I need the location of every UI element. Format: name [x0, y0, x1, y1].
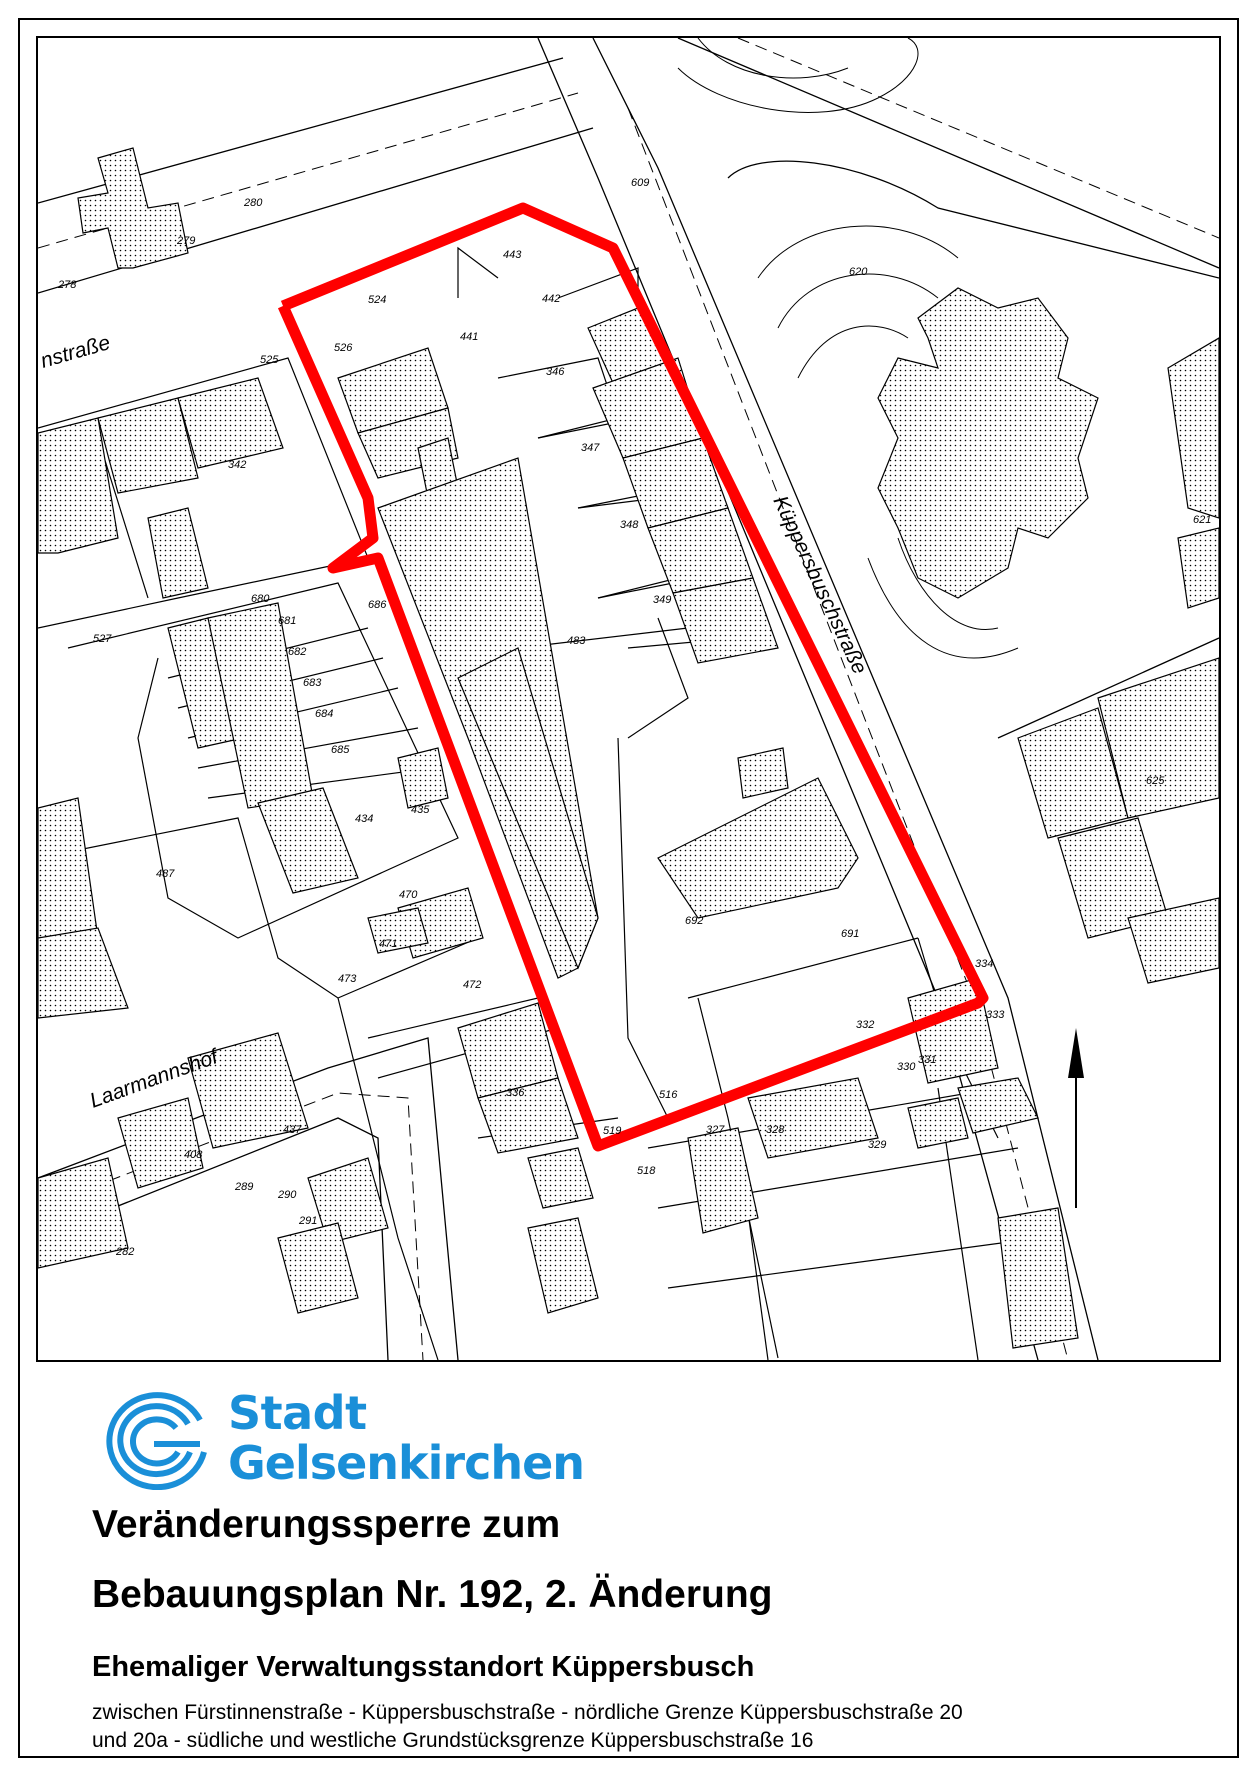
parcel-label: 278: [57, 279, 77, 291]
parcel-label: 342: [228, 459, 246, 471]
parcel-label: 473: [338, 973, 357, 985]
parcel-label: 621: [1193, 514, 1211, 526]
parcel-label: 282: [115, 1246, 134, 1258]
parcel-label: 434: [355, 813, 373, 825]
parcel-label: 526: [334, 342, 353, 354]
parcel-labels: 609 443 442 524 441 526 525 346 347 348 …: [57, 177, 1211, 1258]
parcel-label: 443: [503, 249, 522, 261]
parcel-label: 279: [176, 235, 195, 247]
parcel-label: 516: [659, 1089, 678, 1101]
city-logo: Stadt Gelsenkirchen: [92, 1386, 612, 1491]
parcel-label: 609: [631, 177, 649, 189]
parcel-label: 441: [460, 331, 478, 343]
parcel-label: 328: [766, 1124, 785, 1136]
parcel-label: 336: [506, 1087, 525, 1099]
plan-title-line2: Bebauungsplan Nr. 192, 2. Änderung: [92, 1573, 773, 1616]
parcel-label: 327: [706, 1124, 725, 1136]
parcel-label: 435: [411, 804, 430, 816]
parcel-label: 681: [278, 615, 296, 627]
parcel-label: 329: [868, 1139, 886, 1151]
parcel-label: 289: [234, 1181, 253, 1193]
parcel-label: 691: [841, 928, 859, 940]
plan-title-line1: Veränderungssperre zum: [92, 1503, 561, 1546]
parcel-label: 487: [156, 868, 175, 880]
parcel-label: 472: [463, 979, 481, 991]
parcel-label: 408: [184, 1149, 203, 1161]
parcel-label: 334: [975, 958, 993, 970]
parcel-label: 620: [849, 266, 868, 278]
plan-subtitle: Ehemaliger Verwaltungsstandort Küppersbu…: [92, 1651, 755, 1683]
north-arrow-icon: [1068, 1028, 1084, 1208]
map-drawing: Küppersbuschstraße Laarmannshof nstraße …: [38, 38, 1219, 1360]
parcel-label: 471: [379, 938, 397, 950]
parcel-label: 347: [581, 442, 600, 454]
parcel-label: 437: [283, 1124, 302, 1136]
parcel-label: 527: [93, 633, 112, 645]
parcel-label: 525: [260, 354, 279, 366]
parcel-label: 692: [685, 915, 703, 927]
parcel-label: 682: [288, 646, 306, 658]
plan-description-line2: und 20a - südliche und westliche Grundst…: [92, 1729, 814, 1752]
parcel-label: 333: [986, 1009, 1005, 1021]
parcel-label: 442: [542, 293, 560, 305]
parcel-label: 332: [856, 1019, 874, 1031]
plan-sheet: Küppersbuschstraße Laarmannshof nstraße …: [18, 18, 1239, 1758]
parcel-label: 330: [897, 1061, 916, 1073]
parcel-label: 331: [918, 1054, 936, 1066]
terrain-lines: [677, 38, 1019, 659]
logo-wordmark: Stadt Gelsenkirchen: [228, 1386, 585, 1490]
logo-line-stadt: Stadt: [228, 1386, 367, 1440]
parcel-label: 290: [277, 1189, 297, 1201]
parcel-label: 349: [653, 594, 671, 606]
plan-boundary-line: [277, 202, 989, 1152]
logo-line-gelsenkirchen: Gelsenkirchen: [228, 1436, 585, 1490]
buildings: [38, 147, 1219, 1349]
parcel-label: 291: [298, 1215, 317, 1227]
street-label-fuerstinnen: nstraße: [38, 331, 113, 373]
parcel-label: 680: [251, 593, 270, 605]
cadastral-map[interactable]: Küppersbuschstraße Laarmannshof nstraße …: [36, 36, 1221, 1362]
parcel-label: 518: [637, 1165, 656, 1177]
parcel-label: 470: [399, 889, 418, 901]
parcel-label: 625: [1146, 775, 1165, 787]
parcel-label: 483: [567, 635, 586, 647]
parcel-label: 683: [303, 677, 322, 689]
parcel-label: 280: [243, 197, 263, 209]
parcel-label: 684: [315, 708, 333, 720]
plan-description-line1: zwischen Fürstinnenstraße - Küppersbusch…: [92, 1701, 963, 1724]
parcel-label: 524: [368, 294, 386, 306]
parcel-label: 686: [368, 599, 387, 611]
parcel-label: 346: [546, 366, 565, 378]
gelsenkirchen-logo-icon: [106, 1392, 207, 1491]
parcel-label: 519: [603, 1125, 621, 1137]
parcel-label: 685: [331, 744, 350, 756]
parcel-label: 348: [620, 519, 639, 531]
